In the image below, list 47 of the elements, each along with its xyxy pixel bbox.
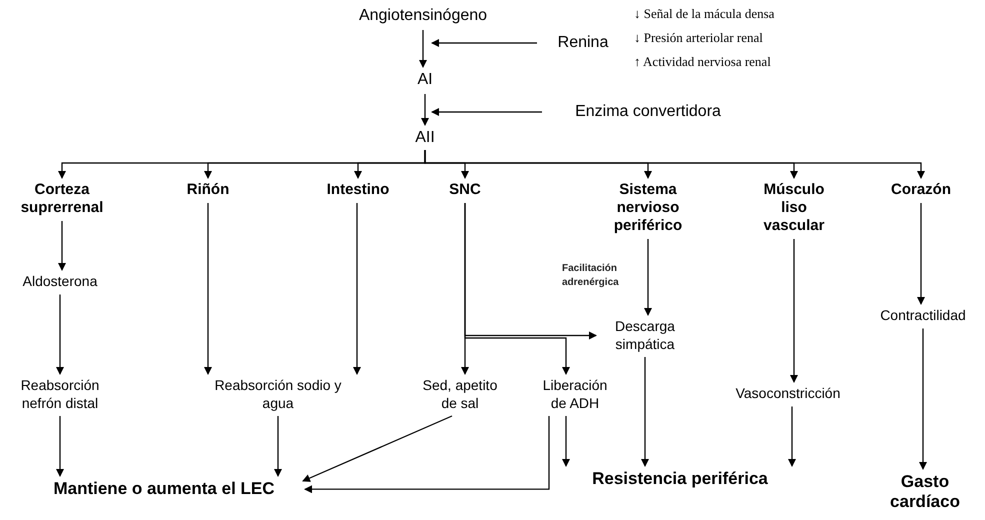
arrow — [431, 108, 542, 116]
node-text: Descarga simpática — [600, 318, 690, 353]
arrow — [919, 328, 927, 470]
note-text: ↑ Actividad nerviosa renal — [634, 54, 771, 70]
arrow — [424, 150, 925, 179]
node-text: Músculo liso vascular — [749, 181, 839, 235]
node-text: Liberación de ADH — [537, 377, 613, 412]
node-text: Enzima convertidora — [548, 102, 748, 122]
node-text: SNC — [435, 181, 495, 199]
note-text: ↓ Presión arteriolar renal — [634, 30, 763, 46]
node-text: Intestino — [313, 181, 403, 199]
arrow — [788, 406, 796, 467]
node-text: Reabsorción sodio y agua — [203, 377, 353, 412]
arrow — [562, 416, 570, 467]
arrow — [304, 416, 550, 494]
node-text: Angiotensinógeno — [343, 6, 503, 26]
node-text: Vasoconstricción — [723, 385, 853, 402]
note-text: ↓ Señal de la mácula densa — [634, 6, 774, 22]
node-text: Contractilidad — [868, 307, 978, 324]
arrow — [56, 294, 64, 375]
node-text: Aldosterona — [5, 273, 115, 290]
node-text: Mantiene o aumenta el LEC — [29, 479, 299, 500]
node-text: Sistema nervioso periférico — [598, 181, 698, 235]
node-text: Riñón — [168, 181, 248, 199]
arrow — [431, 39, 537, 47]
arrow — [353, 203, 361, 375]
node-text: Sed, apetito de sal — [418, 377, 502, 412]
node-text: Renina — [543, 33, 623, 53]
node-text: Resistencia periférica — [560, 469, 800, 490]
arrow — [56, 416, 64, 477]
arrow — [917, 203, 925, 305]
arrow — [302, 415, 452, 482]
node-text: AII — [405, 128, 445, 148]
node-text: Reabsorción nefrón distal — [5, 377, 115, 412]
arrow — [419, 30, 427, 68]
arrow — [421, 94, 429, 126]
arrow — [204, 203, 212, 375]
node-text: Gasto cardíaco — [880, 472, 970, 513]
node-text: Corazón — [876, 181, 966, 199]
arrow — [58, 221, 66, 271]
arrow — [464, 203, 570, 375]
arrow — [641, 357, 649, 467]
arrow — [790, 239, 798, 383]
node-text: Corteza suprerrenal — [7, 181, 117, 217]
node-text: AI — [405, 70, 445, 90]
arrow — [644, 239, 652, 316]
arrow — [274, 416, 282, 477]
